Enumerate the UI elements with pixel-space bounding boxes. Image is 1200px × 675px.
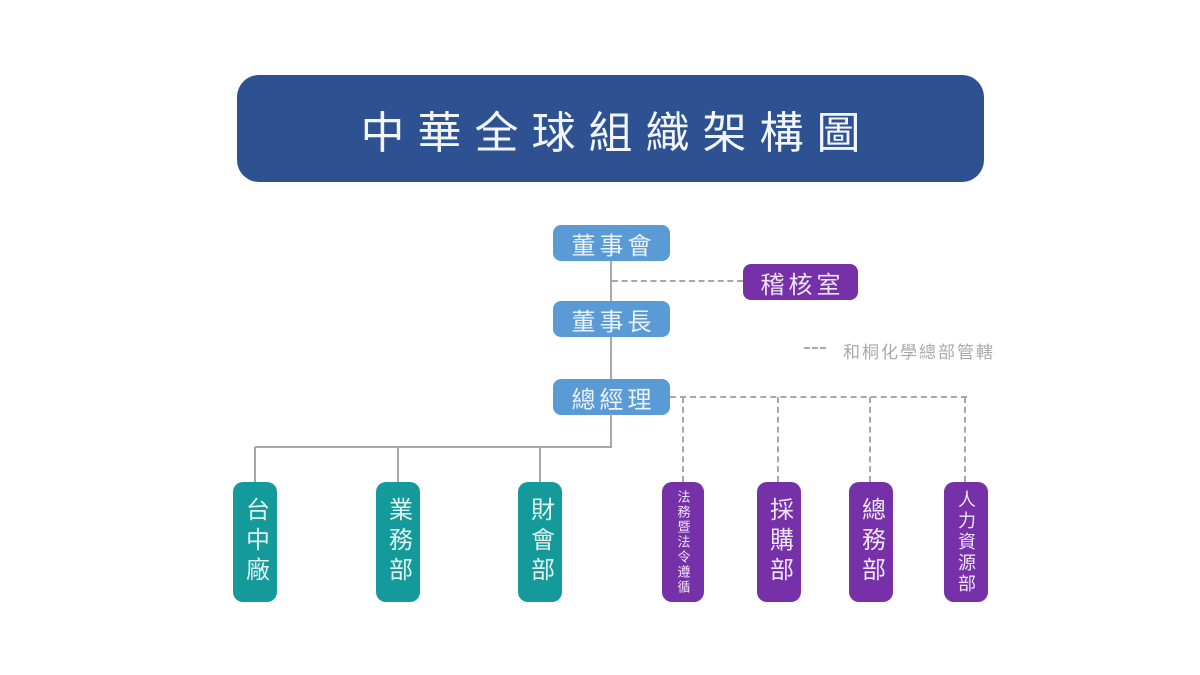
node-audit-office: 稽核室 — [743, 264, 858, 300]
node-chairman: 董事長 — [553, 301, 670, 337]
connector-drop-sales — [397, 447, 399, 482]
dept-sales-label: 業務部 — [384, 497, 412, 587]
dept-finance-accounting: 財會部 — [518, 482, 562, 602]
dept-human-resources: 人力資源部 — [944, 482, 988, 602]
node-general-manager: 總經理 — [553, 379, 670, 415]
connector-direct-horizontal — [255, 446, 612, 448]
connector-hq-drop-hr — [964, 397, 966, 482]
dept-legal-compliance: 法務暨法令遵循 — [662, 482, 704, 602]
dept-human-resources-label: 人力資源部 — [956, 489, 976, 595]
connector-gm-stem — [610, 414, 612, 447]
connector-drop-taichung — [254, 447, 256, 482]
dept-procurement: 採購部 — [757, 482, 801, 602]
page-title: 中華全球組織架構圖 — [360, 108, 874, 158]
node-board: 董事會 — [553, 225, 670, 261]
connector-board-chairman — [610, 260, 612, 302]
dept-taichung-plant: 台中廠 — [233, 482, 277, 602]
connector-drop-finance — [539, 447, 541, 482]
connector-hq-dashed-horizontal — [670, 396, 967, 398]
node-chairman-label: 董事長 — [571, 308, 656, 336]
dept-general-affairs-label: 總務部 — [857, 497, 885, 587]
dept-general-affairs: 總務部 — [849, 482, 893, 602]
dept-taichung-plant-label: 台中廠 — [241, 497, 269, 587]
connector-audit-dashed — [612, 280, 743, 282]
connector-chairman-gm — [610, 336, 612, 380]
connector-hq-drop-general-affairs — [869, 397, 871, 482]
dept-procurement-label: 採購部 — [765, 497, 793, 587]
dept-finance-accounting-label: 財會部 — [526, 497, 554, 587]
node-general-manager-label: 總經理 — [571, 386, 656, 414]
node-audit-office-label: 稽核室 — [760, 271, 845, 299]
dept-legal-compliance-label: 法務暨法令遵循 — [675, 489, 691, 595]
legend-dashed-line-sample — [804, 347, 826, 349]
node-board-label: 董事會 — [571, 232, 656, 260]
connector-hq-drop-procurement — [777, 397, 779, 482]
connector-hq-drop-legal — [682, 397, 684, 482]
legend-label: 和桐化學總部管轄 — [843, 343, 995, 362]
dept-sales: 業務部 — [376, 482, 420, 602]
title-banner: 中華全球組織架構圖 — [237, 75, 984, 182]
